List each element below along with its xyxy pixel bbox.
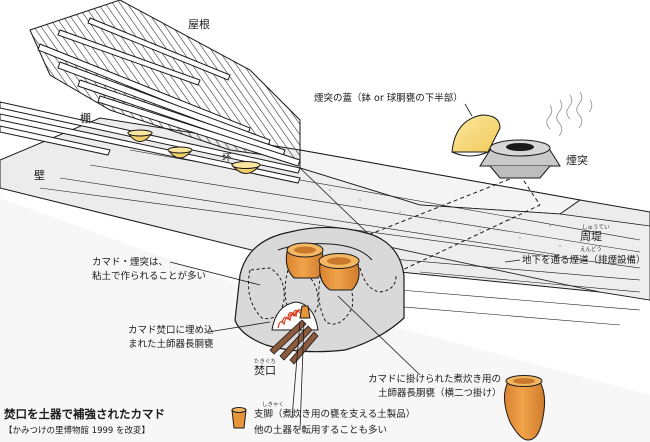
cup-2 — [166, 146, 194, 159]
cooking-pot-right — [318, 253, 360, 291]
chimney — [479, 139, 561, 179]
cup-3 — [230, 161, 262, 174]
label-firemouth-pot-2: まれた土師器長胴甕 — [128, 339, 214, 350]
label-cooking-pots-1: カマドに掛けられた煮炊き用の — [368, 374, 502, 385]
underground-flue — [329, 174, 541, 291]
ruby-takiguchi: たきぐち — [254, 359, 277, 365]
label-other-vessels: 他の土器を転用することも多い — [254, 425, 388, 436]
smoke — [546, 91, 593, 137]
cooking-pot-left — [285, 242, 324, 279]
ruby-shikyaku: しきゃく — [262, 402, 285, 408]
long-body-jar — [504, 375, 546, 441]
bank-front — [299, 167, 650, 301]
shelf-rails — [0, 101, 301, 184]
label-chimney: 煙突 — [566, 154, 588, 167]
label-kamado-clay-2: 粘土で作られることが多い — [92, 271, 207, 282]
label-underground-flue: 地下を通る煙道（排煙設備） — [522, 255, 646, 266]
ruby-shutei: しゅうてい — [582, 225, 610, 231]
ruby-entou: えんどう — [580, 247, 602, 253]
label-cup: 坏 — [222, 153, 232, 164]
label-chimney-lid: 煙突の蓋（鉢 or 球胴甕の下半部） — [314, 93, 463, 104]
label-roof: 屋根 — [188, 18, 210, 31]
label-kamado-clay-1: カマド・煙突は、 — [92, 257, 169, 268]
label-firemouth-pot-1: カマド焚口に埋め込 — [128, 325, 214, 336]
roof-beams — [37, 17, 301, 167]
leader-lines — [169, 103, 521, 431]
support-leg-icon — [231, 407, 247, 429]
firewood — [269, 319, 319, 365]
label-support-leg: 支脚（煮炊き用の甕を支える土製品） — [254, 409, 416, 420]
diagram-title: 焚口を土器で補強されたカマド — [4, 407, 165, 421]
label-shelf: 棚 — [80, 112, 91, 125]
label-wall: 壁 — [34, 169, 45, 182]
source-citation: 【かみつけの里博物館 1999 を改変】 — [4, 426, 151, 436]
label-shutei: 周堤 — [580, 230, 602, 243]
label-cooking-pots-2: 土師器長胴甕（横二つ掛け） — [378, 388, 502, 399]
cup-1 — [127, 129, 153, 142]
support-leg — [299, 305, 311, 319]
chimney-lid — [451, 114, 501, 157]
label-firemouth: 焚口 — [254, 364, 276, 377]
wall-dots — [329, 189, 601, 257]
